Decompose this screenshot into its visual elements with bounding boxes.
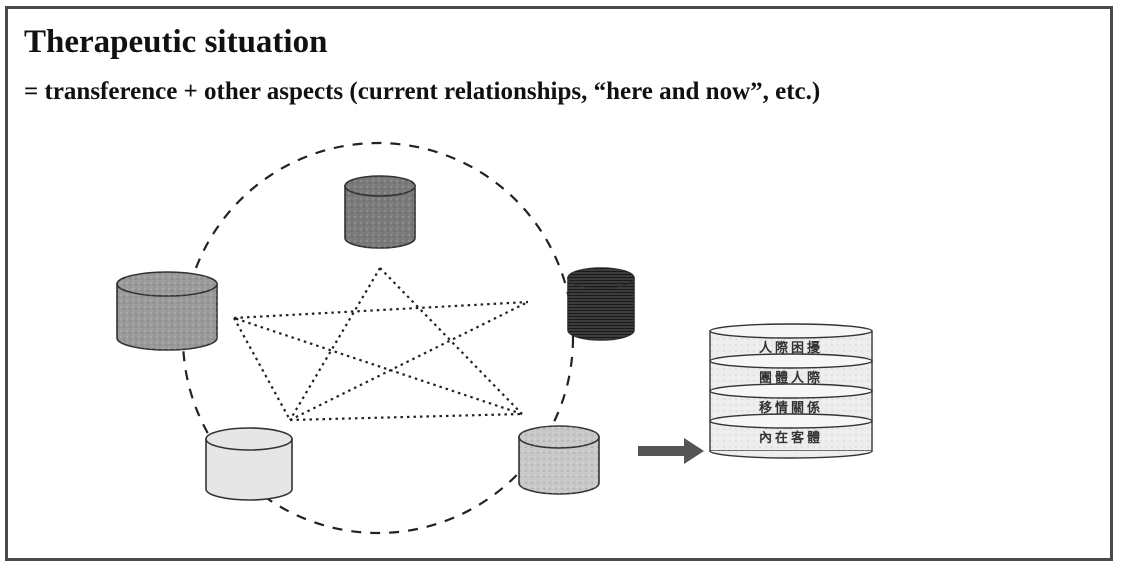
cylinder-bottom-right [518, 425, 600, 495]
stack-layer: 內在客體 [709, 413, 873, 452]
cylinder-bottom-left [205, 427, 293, 501]
cylinder-right [567, 267, 635, 341]
right-arrow-icon [638, 438, 704, 464]
stack-base [709, 450, 873, 459]
cylinder-top [344, 175, 416, 249]
stack-layer-label: 內在客體 [759, 430, 823, 446]
stack-layer-label: 人際困擾 [759, 340, 823, 356]
cylinder-left [116, 271, 218, 351]
stack-layer-label: 團體人際 [759, 370, 823, 386]
slide-title: Therapeutic situation [24, 24, 328, 60]
stack-layer-label: 移情關係 [759, 400, 823, 416]
slide-subtitle: = transference + other aspects (current … [24, 78, 821, 105]
dotted-star [233, 267, 529, 422]
